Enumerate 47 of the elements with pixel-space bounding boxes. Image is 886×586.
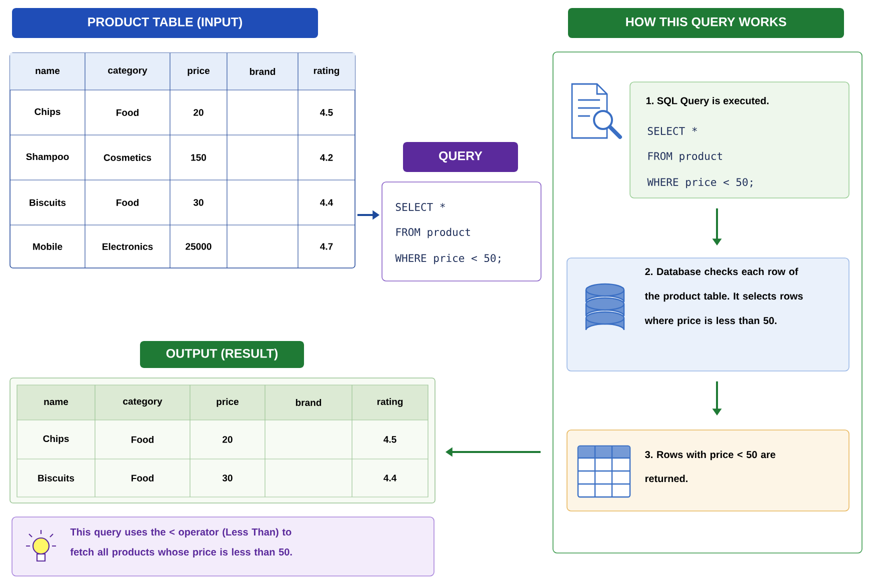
banner: HOW THIS QUERY WORKS bbox=[568, 8, 844, 38]
table-cell: category bbox=[108, 67, 148, 76]
step-box: 2. Database checks each row of the product table. It selects rows where price is less than 50. bbox=[566, 258, 850, 372]
table-cell: brand bbox=[296, 399, 322, 406]
table-cell: brand bbox=[250, 68, 276, 75]
code-box bbox=[382, 182, 542, 282]
table-cell: price bbox=[188, 67, 210, 76]
table-cell: price bbox=[216, 398, 239, 407]
table-cell: 20 bbox=[194, 109, 204, 116]
code-line: WHERE price < 50; bbox=[395, 254, 500, 264]
table-cell: Chips bbox=[43, 435, 69, 444]
code-line: FROM product bbox=[648, 152, 722, 162]
table-cell: 4.2 bbox=[320, 154, 333, 161]
table-cell: rating bbox=[377, 398, 403, 407]
table-cell: 20 bbox=[222, 436, 232, 443]
table-cell: 4.7 bbox=[320, 243, 333, 250]
code-line: SELECT * bbox=[648, 127, 697, 135]
table-cell: Cosmetics bbox=[104, 154, 152, 161]
table-cell: 4.4 bbox=[320, 199, 334, 206]
banner: PRODUCT TABLE (INPUT) bbox=[12, 8, 318, 38]
table-cell: rating bbox=[314, 67, 340, 76]
table-cell: category bbox=[123, 398, 162, 407]
table-cell: Shampoo bbox=[26, 153, 69, 162]
table-cell: 25000 bbox=[186, 243, 212, 250]
table-cell: 150 bbox=[191, 154, 206, 161]
table-cell: Food bbox=[116, 109, 138, 116]
banner: QUERY bbox=[403, 142, 518, 172]
table-cell: 4.5 bbox=[320, 109, 333, 116]
table-cell: name bbox=[36, 68, 60, 74]
code-line: WHERE price < 50; bbox=[647, 178, 752, 188]
table-cell: Mobile bbox=[33, 243, 62, 250]
table-cell: Food bbox=[116, 199, 138, 206]
table-cell: 4.5 bbox=[384, 436, 396, 443]
code-line: FROM product bbox=[396, 228, 470, 238]
table-cell: Biscuits bbox=[30, 199, 66, 206]
table-cell: 4.4 bbox=[384, 474, 397, 482]
code-line: SELECT * bbox=[396, 203, 445, 211]
table-cell: Electronics bbox=[102, 243, 153, 250]
table-cell: Food bbox=[132, 474, 154, 482]
table-cell: 30 bbox=[193, 199, 204, 206]
table-cell: Biscuits bbox=[38, 474, 74, 482]
note-box: This query uses the < operator (Less Than) to fetch all products whose price is less than 50. bbox=[12, 516, 434, 576]
table-cell: Chips bbox=[34, 108, 60, 117]
banner: OUTPUT (RESULT) bbox=[140, 341, 304, 368]
table-cell: name bbox=[44, 400, 68, 406]
table-cell: 30 bbox=[222, 474, 232, 482]
table-cell: Food bbox=[132, 436, 154, 443]
